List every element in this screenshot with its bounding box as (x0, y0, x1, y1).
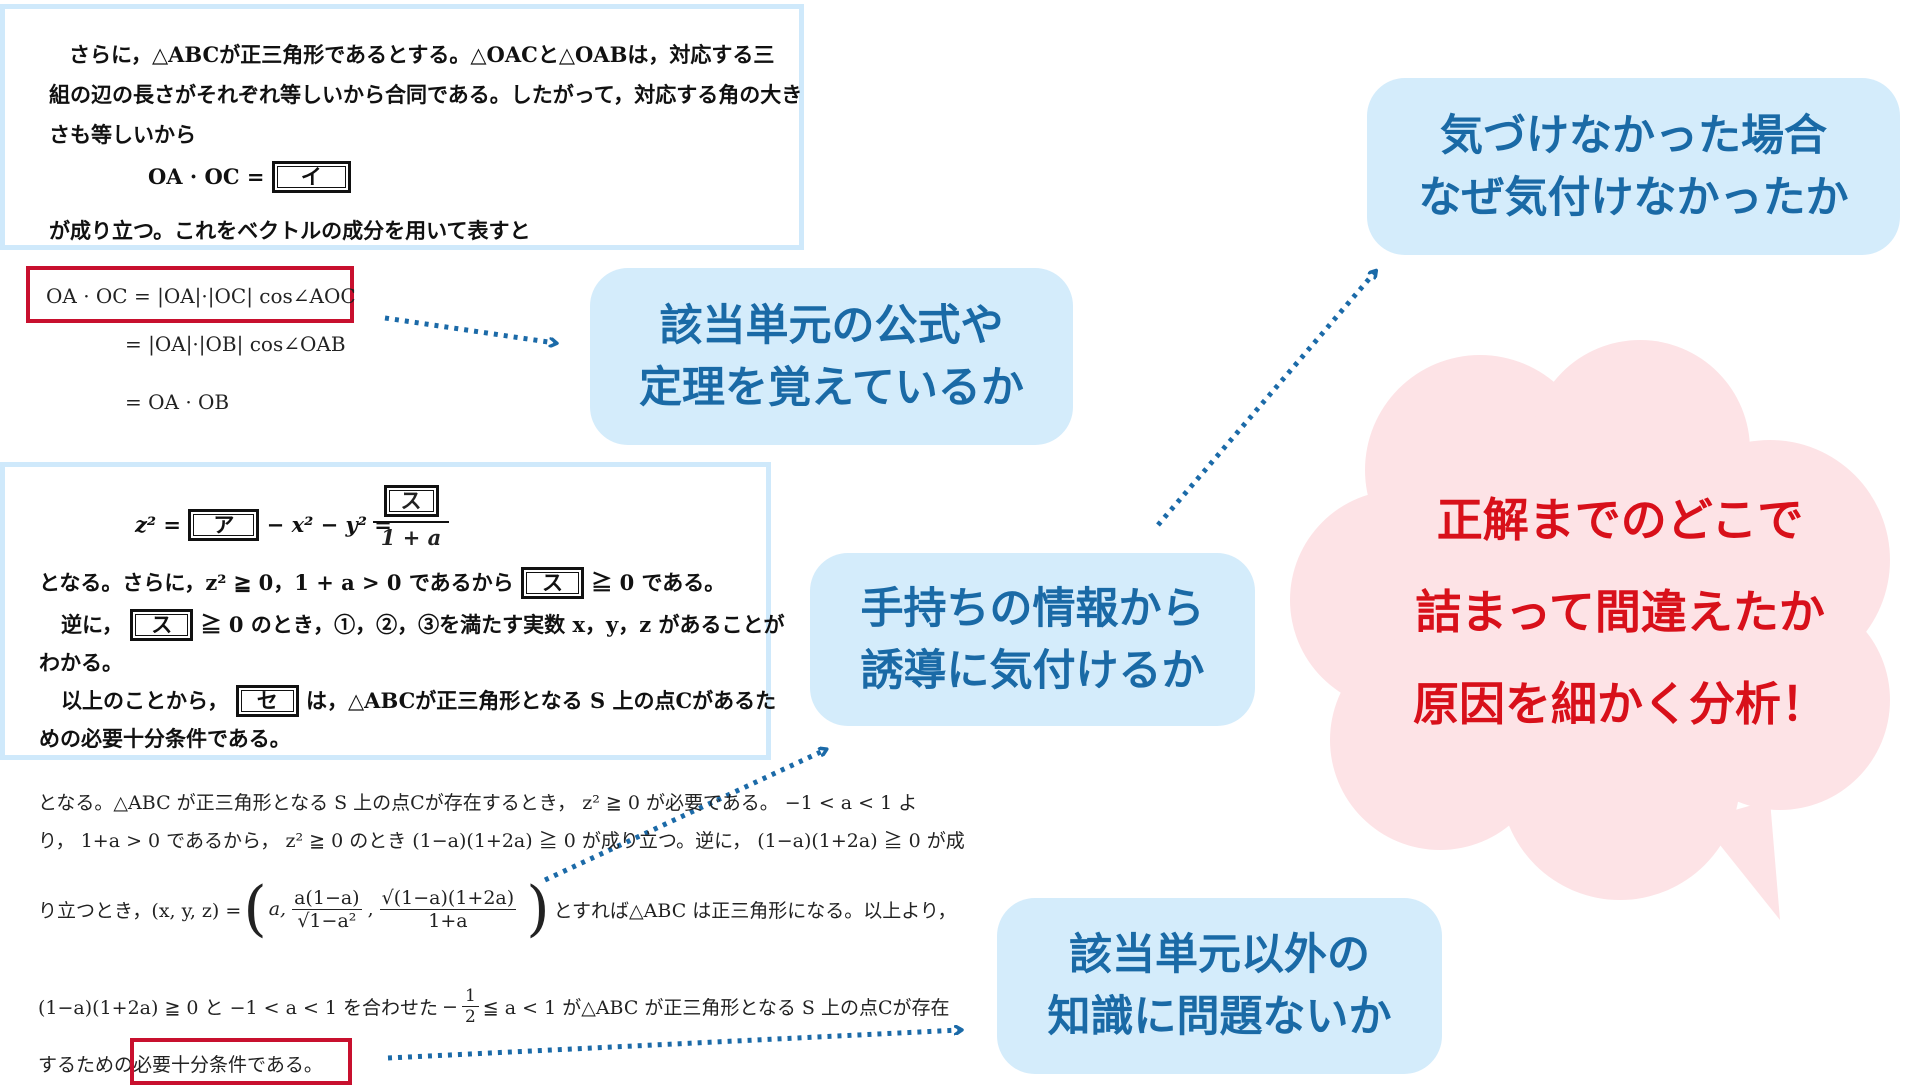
problem-top-line1: さらに，△ABCが正三角形であるとする。△OACと△OABは，対応する三 (69, 42, 775, 67)
problem-box-top: さらに，△ABCが正三角形であるとする。△OACと△OABは，対応する三 組の辺… (0, 4, 804, 250)
equation-lhs: OA · OC = (148, 164, 265, 189)
callout-induction-line1: 手持ちの情報から (860, 583, 1205, 634)
problem-top-line3: さも等しいから (49, 122, 196, 147)
answer-box-a: ア (188, 509, 260, 541)
problem-top-line4: が成り立つ。これをベクトルの成分を用いて表すと (49, 218, 531, 243)
solution-bottom-line2: り， 1+a > 0 であるから， z² ≧ 0 のとき (1−a)(1+2a)… (38, 830, 965, 852)
problem-mid-line5: 以上のことから， セ は，△ABCが正三角形となる S 上の点Cがあるた (61, 685, 776, 717)
problem-mid-line2: となる。さらに，z² ≧ 0，1 + a > 0 であるから ス ≧ 0 である… (39, 567, 725, 599)
callout-induction-line2: 誘導に気付けるか (860, 645, 1205, 696)
answer-box-su-2: ス (130, 609, 194, 641)
line5-highlight: 必要十分条件である。 (133, 1054, 323, 1076)
frac1-num: a(1−a) (292, 886, 362, 910)
half-num: 1 (461, 986, 479, 1007)
fraction-half: 1 2 (461, 986, 479, 1027)
cloud-message: 正解までのどこで 詰まって間違えたか 原因を細かく分析！ (1340, 474, 1900, 750)
thought-cloud (1290, 340, 1890, 920)
answer-box-i: イ (271, 161, 351, 193)
problem-top-equation: OA · OC = イ (148, 161, 351, 193)
frac2-num: √(1−a)(1+2a) (379, 886, 517, 910)
solution-bottom-line3: り立つとき，(x, y, z) = ( a, a(1−a) √1−a² , √(… (38, 874, 957, 944)
problem-box-mid: z² = ア − x² − y² = ス 1 + a となる。さらに，z² ≧ … (0, 462, 784, 760)
callout-induction: 手持ちの情報から 誘導に気付けるか (810, 553, 1255, 726)
arrow-to-induction (543, 750, 825, 883)
frac1-den: √1−a² (297, 909, 357, 932)
highlight-formula (26, 266, 354, 323)
solution-eq3: = OA · OB (125, 390, 230, 414)
arrow-to-formula (384, 315, 555, 343)
problem-mid-line4: わかる。 (39, 650, 123, 675)
line4-mid: ≦ a < 1 が△ABC が正三角形となる S 上の点Cが存在 (482, 997, 950, 1019)
callout-formula: 該当単元の公式や 定理を覚えているか (590, 268, 1073, 445)
denominator: 1 + a (373, 521, 449, 550)
cloud-line3: 原因を細かく分析！ (1413, 677, 1827, 731)
problem-mid-equation: z² = ア − x² − y² = (135, 509, 392, 541)
cloud-line2: 詰まって間違えたか (1415, 585, 1825, 639)
line5-pre: するための (38, 1054, 134, 1076)
problem-mid-line3: 逆に， ス ≧ 0 のとき，①，②，③を満たす実数 x，y，z があることが (61, 609, 784, 641)
solution-bottom-line4: (1−a)(1+2a) ≧ 0 と −1 < a < 1 を合わせた − 1 2… (38, 986, 950, 1027)
callout-noticed-line2: なぜ気付けなかったか (1418, 172, 1849, 223)
eq-mid: − x² − y² = (266, 512, 392, 537)
half-den: 2 (464, 1007, 476, 1027)
answer-box-se: セ (235, 685, 299, 717)
line3-pre: 逆に， (61, 612, 123, 637)
paren-left: ( (243, 874, 267, 944)
answer-box-su-num: ス (383, 485, 439, 517)
line3-pre: り立つとき，(x, y, z) = (38, 899, 242, 922)
paren-right: ) (526, 874, 550, 944)
line3-post: ≧ 0 のとき，①，②，③を満たす実数 x，y，z があることが (200, 612, 785, 637)
callout-other-unit: 該当単元以外の 知識に問題ないか (997, 898, 1442, 1074)
callout-other-unit-line2: 知識に問題ないか (1047, 992, 1392, 1042)
answer-box-su: ス (520, 567, 584, 599)
cloud-line1: 正解までのどこで (1436, 493, 1804, 547)
fraction-1: a(1−a) √1−a² (292, 887, 362, 932)
callout-noticed: 気づけなかった場合 なぜ気付けなかったか (1367, 78, 1900, 255)
problem-top-line2: 組の辺の長さがそれぞれ等しいから合同である。したがって，対応する角の大き (49, 82, 803, 107)
eq-lhs: z² = (135, 512, 182, 537)
callout-noticed-line1: 気づけなかった場合 (1440, 110, 1827, 161)
line5-post: は，△ABCが正三角形となる S 上の点Cがあるた (306, 688, 777, 713)
solution-eq2: = |OA|·|OB| cos∠OAB (125, 332, 346, 356)
line4-pre: (1−a)(1+2a) ≧ 0 と −1 < a < 1 を合わせた (38, 997, 439, 1019)
line5-pre: 以上のことから， (61, 688, 229, 713)
arrow-to-other-unit (387, 1030, 960, 1061)
solution-bottom-line1: となる。△ABC が正三角形となる S 上の点Cが存在するとき， z² ≧ 0 … (38, 792, 918, 814)
line2-post: ≧ 0 である。 (591, 570, 726, 595)
line2-pre: となる。さらに，z² ≧ 0，1 + a > 0 であるから (39, 570, 514, 595)
solution-bottom-line5: するための必要十分条件である。 (38, 1050, 323, 1077)
callout-other-unit-line1: 該当単元以外の (1069, 930, 1370, 980)
fraction-2: √(1−a)(1+2a) 1+a (379, 886, 517, 932)
solution-eq1: OA · OC = |OA|·|OC| cos∠AOC (46, 284, 356, 308)
callout-formula-line2: 定理を覚えているか (639, 362, 1024, 413)
highlight-condition (130, 1038, 352, 1085)
line3-post: とすれば△ABC は正三角形になる。以上より， (553, 899, 957, 922)
callout-formula-line1: 該当単元の公式や (659, 300, 1004, 351)
frac2-den: 1+a (428, 909, 468, 932)
problem-mid-line6: めの必要十分条件である。 (39, 726, 291, 751)
vec-a: a, (268, 898, 287, 920)
fraction-su: ス 1 + a (373, 485, 449, 550)
